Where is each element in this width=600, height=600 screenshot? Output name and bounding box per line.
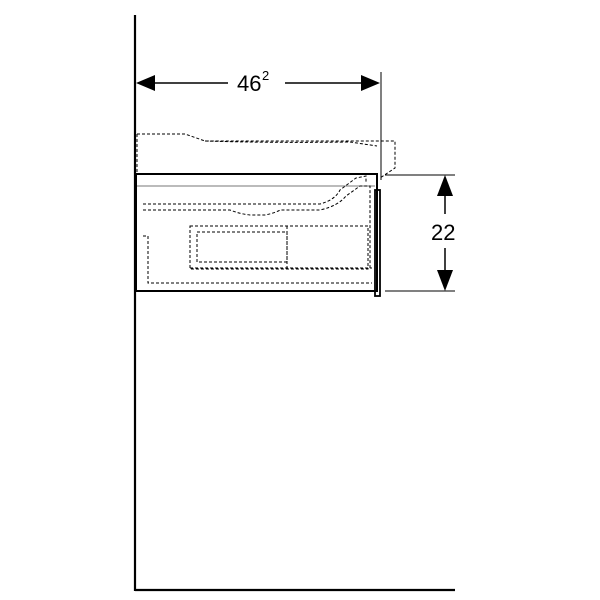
drawer-front [374, 189, 381, 297]
depth-dimension-label: 46 [237, 71, 261, 96]
washbasin-outline [136, 133, 396, 179]
depth-dimension-superscript: 2 [262, 68, 269, 83]
height-arrow-bottom [437, 270, 453, 291]
depth-dimension: 46 2 [136, 68, 382, 180]
height-dimension-label: 22 [431, 220, 455, 245]
cabinet-body [135, 173, 378, 292]
depth-arrow-left [136, 75, 155, 91]
depth-arrow-right [361, 75, 380, 91]
height-arrow-top [437, 175, 453, 196]
height-dimension: 22 [385, 174, 455, 292]
